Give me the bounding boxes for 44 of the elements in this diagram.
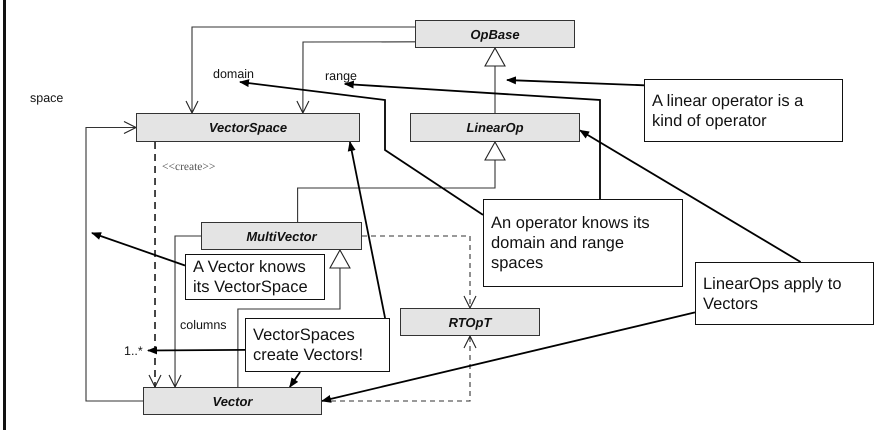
- class-box: [136, 113, 360, 142]
- class-name: VectorSpace: [208, 120, 288, 135]
- class-box: [410, 113, 580, 142]
- leader-line: [147, 346, 245, 354]
- leader-line: [91, 232, 186, 266]
- leader-line: [289, 371, 301, 388]
- class-name: OpBase: [470, 26, 520, 42]
- association-arrow: [296, 41, 415, 114]
- multiplicity-label: 1..*: [124, 343, 148, 358]
- generalization-arrow: [297, 141, 506, 222]
- association-arrow: [85, 120, 143, 402]
- association-arrow: [168, 235, 201, 388]
- role-label: range: [325, 68, 361, 84]
- callout-box: [695, 262, 874, 325]
- edge-label: columns: [180, 318, 227, 332]
- leader-line: [579, 130, 802, 263]
- class-box: [415, 20, 575, 48]
- leader-line: [344, 80, 601, 199]
- class-name: MultiVector: [246, 228, 317, 244]
- callout-box: [644, 79, 843, 142]
- callout-text: A linear operator is a kind of operator: [652, 90, 804, 130]
- callout-text: LinearOps apply to Vectors: [703, 274, 843, 314]
- callout-text: An operator knows its domain and range spaces: [491, 213, 651, 273]
- callout-text: VectorSpaces create Vectors!: [253, 325, 364, 365]
- callout-box: [483, 199, 683, 287]
- dependency-arrow: [148, 142, 162, 388]
- class-name: LinearOp: [466, 120, 524, 135]
- class-name: Vector: [212, 394, 252, 408]
- callout-box: [185, 254, 325, 300]
- leader-line: [506, 76, 644, 86]
- class-box: [201, 222, 362, 250]
- generalization-arrow: [237, 249, 350, 387]
- dependency-arrow: [362, 235, 477, 309]
- callout-text: A Vector knows its VectorSpace: [193, 257, 309, 297]
- class-box: [400, 308, 540, 336]
- leader-line: [239, 79, 484, 216]
- generalization-arrow: [484, 47, 506, 113]
- callout-box: [245, 318, 390, 372]
- leader-line: [348, 141, 386, 318]
- class-name: RTOpT: [448, 314, 492, 330]
- class-box: [143, 387, 322, 415]
- role-label: domain: [213, 66, 258, 82]
- leader-line: [321, 312, 696, 403]
- association-arrow: [185, 26, 415, 114]
